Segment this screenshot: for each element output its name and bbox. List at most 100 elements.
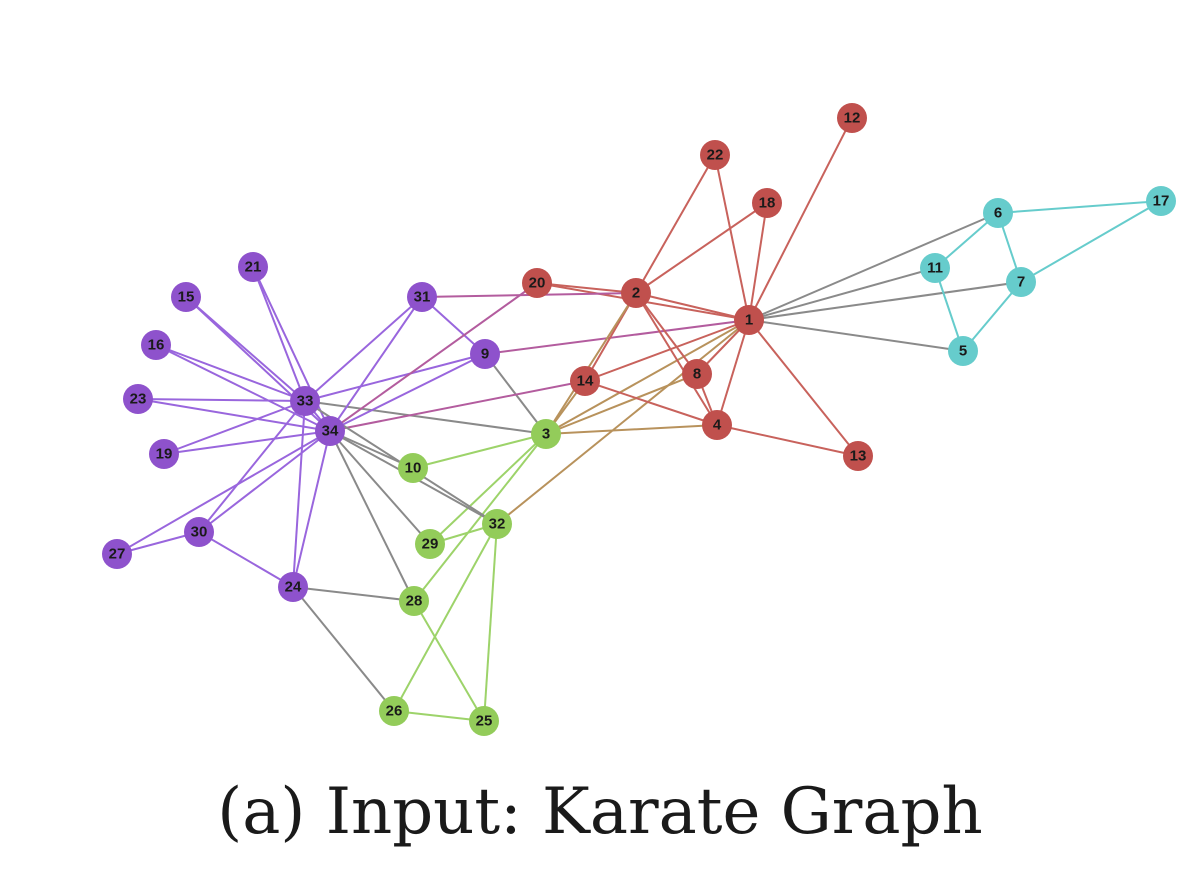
edge-2-20 — [536, 282, 637, 294]
node-label-17: 17 — [1153, 193, 1170, 210]
node-1: 1 — [734, 305, 764, 335]
node-label-23: 23 — [130, 391, 147, 408]
node-circle-9 — [470, 339, 500, 369]
node-28: 28 — [399, 586, 429, 616]
edge-26-25 — [393, 710, 485, 722]
edge-1-14 — [584, 319, 750, 382]
edge-14-34 — [329, 380, 586, 432]
nodes-layer: 1234567891011121314151617181920212223242… — [102, 103, 1176, 736]
node-label-14: 14 — [577, 373, 594, 390]
node-circle-32 — [482, 509, 512, 539]
node-circle-30 — [184, 517, 214, 547]
node-29: 29 — [415, 529, 445, 559]
node-10: 10 — [398, 453, 428, 483]
edge-1-2 — [635, 292, 750, 321]
node-label-8: 8 — [693, 366, 701, 383]
node-circle-22 — [700, 140, 730, 170]
edge-24-28 — [292, 586, 415, 602]
edge-31-34 — [329, 296, 423, 432]
edge-2-8 — [635, 292, 698, 375]
node-label-33: 33 — [297, 393, 314, 410]
node-label-1: 1 — [745, 312, 753, 329]
edge-2-18 — [635, 202, 768, 294]
node-label-29: 29 — [422, 536, 439, 553]
node-label-15: 15 — [178, 289, 195, 306]
node-33: 33 — [290, 386, 320, 416]
edge-1-12 — [748, 117, 853, 321]
node-circle-19 — [149, 439, 179, 469]
edge-3-29 — [429, 433, 547, 545]
edge-1-7 — [748, 281, 1022, 321]
node-circle-26 — [379, 696, 409, 726]
node-30: 30 — [184, 517, 214, 547]
figure-caption: (a) Input: Karate Graph — [217, 775, 983, 849]
node-circle-24 — [278, 572, 308, 602]
node-circle-5 — [948, 336, 978, 366]
edge-3-10 — [412, 433, 547, 469]
node-label-25: 25 — [476, 713, 493, 730]
edge-33-21 — [252, 266, 306, 402]
node-5: 5 — [948, 336, 978, 366]
node-label-32: 32 — [489, 516, 506, 533]
node-label-28: 28 — [406, 593, 423, 610]
edge-31-33 — [304, 296, 423, 402]
edge-1-11 — [748, 267, 936, 321]
edge-1-4 — [716, 319, 750, 426]
node-16: 16 — [141, 330, 171, 360]
node-circle-7 — [1006, 267, 1036, 297]
node-circle-16 — [141, 330, 171, 360]
node-circle-21 — [238, 252, 268, 282]
node-circle-25 — [469, 706, 499, 736]
node-2: 2 — [621, 278, 651, 308]
node-circle-4 — [702, 410, 732, 440]
node-label-5: 5 — [959, 343, 967, 360]
node-circle-18 — [752, 188, 782, 218]
node-20: 20 — [522, 268, 552, 298]
edge-24-26 — [292, 586, 395, 712]
edge-2-22 — [635, 154, 716, 294]
node-label-16: 16 — [148, 337, 165, 354]
edge-32-26 — [393, 523, 498, 712]
edge-6-17 — [997, 200, 1162, 214]
edge-33-15 — [185, 296, 306, 402]
node-32: 32 — [482, 509, 512, 539]
edge-3-33 — [304, 400, 547, 435]
node-26: 26 — [379, 696, 409, 726]
node-4: 4 — [702, 410, 732, 440]
edge-33-19 — [163, 400, 306, 455]
node-circle-29 — [415, 529, 445, 559]
node-label-7: 7 — [1017, 274, 1025, 291]
node-label-21: 21 — [245, 259, 262, 276]
node-22: 22 — [700, 140, 730, 170]
node-24: 24 — [278, 572, 308, 602]
edge-34-16 — [155, 344, 331, 432]
node-label-11: 11 — [927, 260, 943, 277]
edge-2-3 — [545, 292, 637, 435]
node-circle-27 — [102, 539, 132, 569]
edge-1-32 — [496, 319, 750, 525]
node-label-10: 10 — [405, 460, 422, 477]
edge-33-23 — [137, 398, 306, 402]
edge-20-34 — [329, 282, 538, 432]
node-23: 23 — [123, 384, 153, 414]
node-13: 13 — [843, 441, 873, 471]
node-circle-2 — [621, 278, 651, 308]
edge-3-8 — [545, 373, 698, 435]
node-label-4: 4 — [713, 417, 722, 434]
node-label-6: 6 — [994, 205, 1002, 222]
edge-7-17 — [1020, 200, 1162, 283]
edge-1-18 — [748, 202, 768, 321]
node-18: 18 — [752, 188, 782, 218]
node-21: 21 — [238, 252, 268, 282]
node-circle-31 — [407, 282, 437, 312]
edge-33-16 — [155, 344, 306, 402]
edge-33-24 — [292, 400, 306, 588]
node-circle-12 — [837, 103, 867, 133]
node-circle-28 — [399, 586, 429, 616]
node-circle-3 — [531, 419, 561, 449]
node-label-20: 20 — [529, 275, 546, 292]
edge-34-23 — [137, 398, 331, 432]
node-circle-11 — [920, 253, 950, 283]
node-label-26: 26 — [386, 703, 403, 720]
